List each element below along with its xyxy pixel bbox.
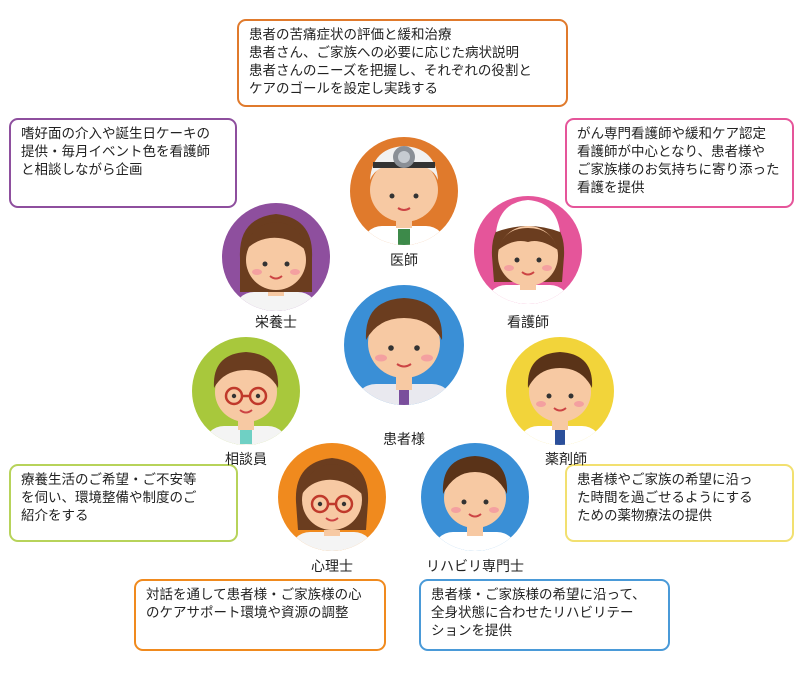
psychologist-description: 対話を通して患者様・ご家族様の心 のケアサポート環境や資源の調整 xyxy=(134,579,386,651)
pharmacist-avatar-icon xyxy=(506,337,614,445)
patient-label: 患者様 xyxy=(383,432,425,448)
counselor-description: 療養生活のご希望・ご不安等 を伺い、環境整備や制度のご 紹介をする xyxy=(9,464,238,542)
nurse-description: がん専門看護師や緩和ケア認定 看護師が中心となり、患者様や ご家族様のお気持ちに… xyxy=(565,118,794,208)
counselor-avatar-icon xyxy=(192,337,300,445)
nutritionist-avatar-icon xyxy=(222,203,330,311)
doctor-avatar-icon xyxy=(350,137,458,245)
rehab-avatar-icon xyxy=(421,443,529,551)
pharmacist-label: 薬剤師 xyxy=(545,452,587,468)
nutritionist-label: 栄養士 xyxy=(255,315,297,331)
psychologist-avatar-icon xyxy=(278,443,386,551)
nutritionist-description: 嗜好面の介入や誕生日ケーキの 提供・毎月イベント色を看護師 と相談しながら企画 xyxy=(9,118,237,208)
nurse-label: 看護師 xyxy=(507,315,549,331)
pharmacist-description: 患者様やご家族の希望に沿っ た時間を過ごせるようにする ための薬物療法の提供 xyxy=(565,464,794,542)
doctor-label: 医師 xyxy=(390,253,418,269)
rehab-description: 患者様・ご家族様の希望に沿って、 全身状態に合わせたリハビリテー ションを提供 xyxy=(419,579,670,651)
patient-avatar-icon xyxy=(344,285,464,405)
doctor-description: 患者の苦痛症状の評価と緩和治療 患者さん、ご家族への必要に応じた病状説明 患者さ… xyxy=(237,19,568,107)
nurse-avatar-icon xyxy=(474,196,582,304)
psychologist-label: 心理士 xyxy=(311,559,353,575)
rehab-label: リハビリ専門士 xyxy=(426,559,524,575)
counselor-label: 相談員 xyxy=(225,452,267,468)
